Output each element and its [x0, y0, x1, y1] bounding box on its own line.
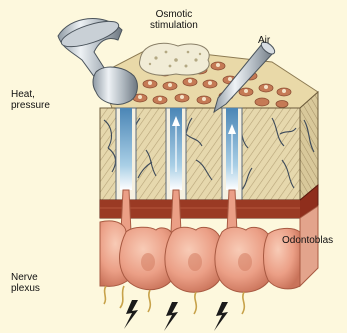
nerve-impulse-icons: [124, 300, 228, 331]
label-osmotic-line1: Osmotic: [150, 9, 198, 20]
label-nerve-line1: Nerve: [11, 272, 40, 283]
label-air: Air: [258, 35, 270, 46]
dentin-block: [100, 92, 318, 200]
label-heat-line2: pressure: [11, 100, 50, 111]
label-odontoblast: Odontoblas: [282, 235, 333, 246]
lightning-icon: [164, 302, 178, 331]
label-osmotic-stimulation: Osmotic stimulation: [150, 9, 198, 31]
dentinal-tubule-right: [222, 108, 242, 200]
label-heat-line1: Heat,: [11, 89, 50, 100]
dentinal-tubule-middle: [166, 108, 186, 200]
label-nerve-line2: plexus: [11, 283, 40, 294]
dentinal-tubule-left: [116, 108, 136, 200]
label-nerve-plexus: Nerve plexus: [11, 272, 40, 294]
odontoblast-cells: [100, 206, 318, 292]
lightning-icon: [124, 300, 138, 329]
label-heat-pressure: Heat, pressure: [11, 89, 50, 111]
lightning-icon: [214, 302, 228, 331]
label-osmotic-line2: stimulation: [150, 20, 198, 31]
